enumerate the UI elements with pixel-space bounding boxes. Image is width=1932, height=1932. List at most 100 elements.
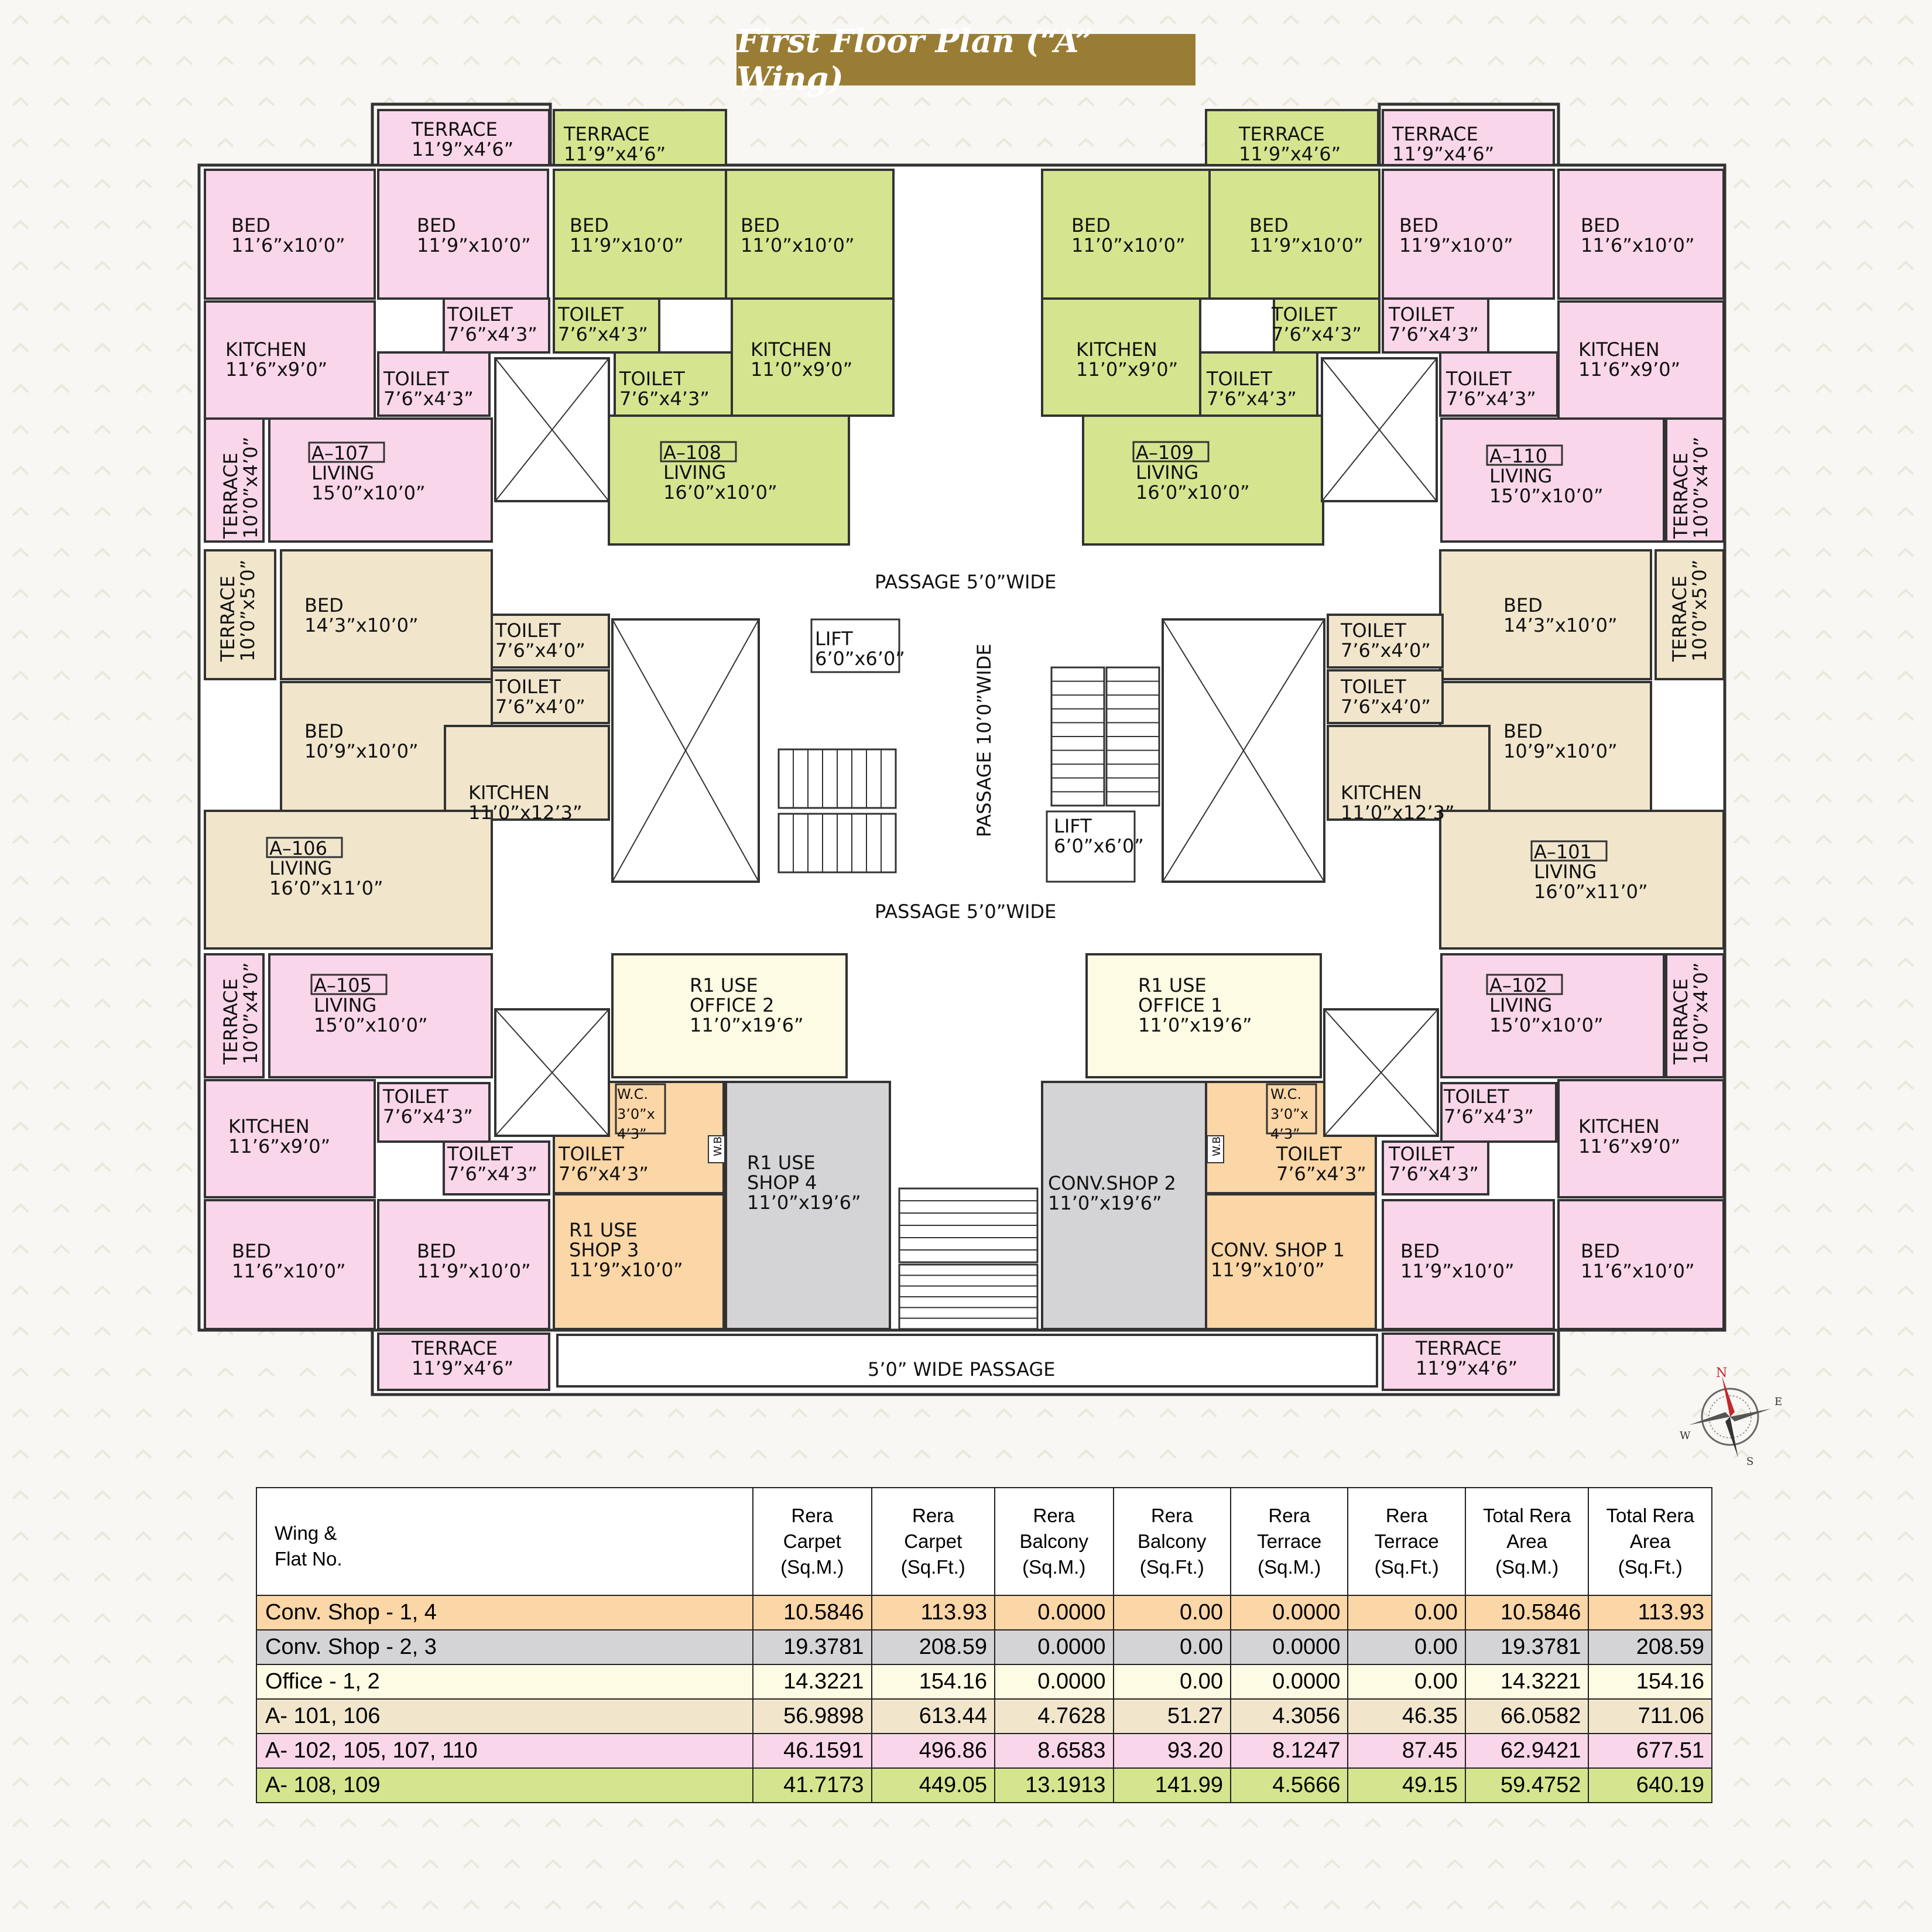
toilet	[443, 297, 550, 354]
cell: 0.00	[1347, 1595, 1466, 1630]
cell: 66.0582	[1464, 1698, 1590, 1734]
cell: 51.27	[1112, 1698, 1231, 1734]
row-name: A- 102, 105, 107, 110	[255, 1733, 754, 1769]
wash-basin	[708, 1135, 725, 1163]
toilet	[443, 1140, 550, 1195]
compass-rose-icon: N E S W	[1680, 1366, 1782, 1468]
toilet	[1439, 351, 1558, 417]
bedroom	[1439, 549, 1652, 680]
cell: 141.99	[1112, 1767, 1231, 1803]
cell: 49.15	[1347, 1767, 1466, 1803]
cell: 8.6583	[994, 1733, 1114, 1769]
cell: 93.20	[1112, 1733, 1231, 1769]
terrace	[1665, 417, 1725, 543]
toilet	[377, 351, 491, 417]
row-name: Office - 1, 2	[255, 1664, 754, 1700]
terrace	[1382, 1332, 1555, 1391]
toilet	[553, 297, 660, 354]
toilet	[377, 1082, 491, 1143]
cell: 154.16	[871, 1664, 996, 1700]
wash-basin	[1207, 1135, 1224, 1163]
toilet	[1382, 1140, 1489, 1195]
bedroom	[1382, 169, 1555, 300]
wc	[615, 1083, 666, 1135]
table-row: A- 108, 109 41.7173 449.05 13.1913 141.9…	[255, 1767, 1712, 1803]
cell: 59.4752	[1464, 1767, 1590, 1803]
kitchen	[204, 300, 376, 420]
lift	[1046, 810, 1136, 883]
flat-number-box	[1132, 441, 1210, 463]
bedroom	[1208, 169, 1381, 300]
flat-number-box	[1486, 444, 1563, 466]
toilet	[1440, 1082, 1557, 1143]
header-wing-flat: Wing &Flat No.	[255, 1487, 754, 1596]
living-room	[268, 417, 493, 543]
cell: 208.59	[1588, 1629, 1712, 1665]
office-1	[1085, 953, 1322, 1078]
bedroom	[1382, 1199, 1555, 1330]
living-room	[1082, 415, 1324, 546]
cell: 4.5666	[1229, 1767, 1349, 1803]
compass-w-label: W	[1680, 1430, 1691, 1442]
cell: 87.45	[1347, 1733, 1466, 1769]
room-label: TERRACE10’0”x4’0”	[220, 437, 262, 539]
cell: 0.00	[1112, 1595, 1231, 1630]
row-name: A- 108, 109	[255, 1767, 754, 1803]
cell: 208.59	[871, 1629, 996, 1665]
toilet	[1327, 614, 1444, 669]
room-label: PASSAGE 5’0”WIDE	[875, 900, 1056, 923]
cell: 62.9421	[1464, 1733, 1590, 1769]
table-row: Office - 1, 2 14.3221 154.16 0.0000 0.00…	[255, 1664, 1712, 1700]
cell: 13.1913	[994, 1767, 1114, 1803]
terrace	[204, 417, 265, 543]
shop-3	[725, 1081, 891, 1330]
room-label: PASSAGE 10’0”WIDE	[973, 643, 995, 837]
compass-e-label: E	[1775, 1396, 1782, 1408]
cell: 113.93	[1588, 1595, 1712, 1630]
bedroom	[1557, 1199, 1725, 1330]
cell: 0.0000	[994, 1629, 1114, 1665]
room-label: TERRACE10’0”x4’0”	[1670, 437, 1712, 539]
terrace	[204, 953, 265, 1078]
rooms-layer	[204, 109, 1725, 1391]
flat-number-box	[1530, 840, 1608, 862]
bedroom	[204, 1199, 376, 1330]
voids-layer	[494, 357, 1439, 1137]
kitchen	[1041, 297, 1201, 417]
toilet	[1327, 669, 1444, 724]
row-name: Conv. Shop - 1, 4	[255, 1595, 754, 1630]
